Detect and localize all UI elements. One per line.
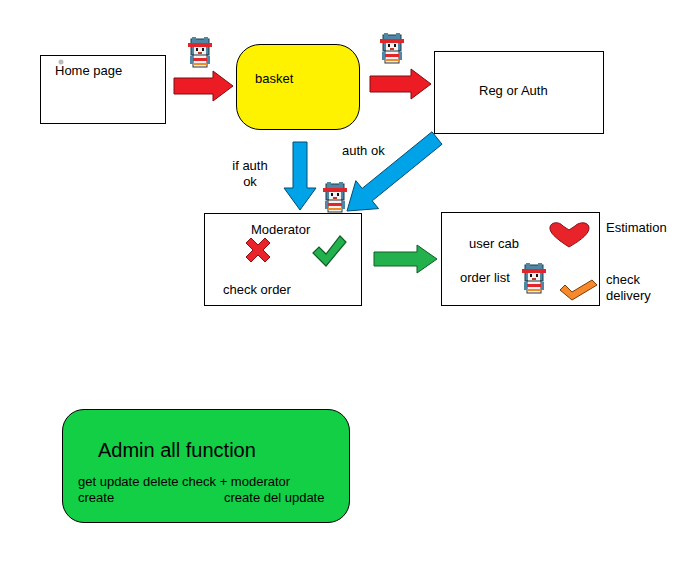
reject-cross: [246, 238, 270, 262]
node-title: user cab: [469, 236, 519, 252]
flow-arrow: [174, 71, 233, 101]
edge-label: if auth ok: [226, 158, 274, 191]
admin-box: Admin all function get update delete chec…: [62, 409, 350, 523]
basket-box: basket: [236, 44, 360, 130]
side-note: check delivery: [606, 272, 668, 305]
side-note: Estimation: [606, 220, 667, 236]
edge-label: auth ok: [342, 143, 385, 159]
node-text: get update delete check + moderator: [78, 474, 290, 490]
node-text: create del update: [224, 490, 324, 506]
auth-box: Reg or Auth: [434, 51, 604, 134]
mascot-icon: [522, 263, 546, 293]
flow-arrow: [370, 69, 431, 99]
node-text: order list: [460, 270, 510, 286]
user-cabinet-box: user cab order list: [441, 212, 600, 306]
heart-icon: [550, 223, 589, 247]
node-text: check order: [223, 282, 291, 298]
node-title: basket: [255, 71, 293, 87]
node-title: Admin all function: [98, 438, 256, 462]
page-box: Home page: [40, 55, 166, 124]
node-title: Moderator: [251, 222, 310, 238]
node-text: create: [78, 490, 114, 506]
flow-arrow: [374, 245, 437, 273]
node-title: Reg or Auth: [479, 83, 548, 99]
node-title: Home page: [55, 63, 122, 79]
flow-arrow: [284, 142, 316, 210]
mascot-icon: [188, 37, 212, 67]
moderator-box: Moderator check order: [204, 213, 362, 306]
delivery-check: [560, 280, 597, 300]
mascot-icon: [323, 182, 347, 212]
mascot-icon: [380, 33, 404, 63]
approve-check: [313, 236, 346, 266]
